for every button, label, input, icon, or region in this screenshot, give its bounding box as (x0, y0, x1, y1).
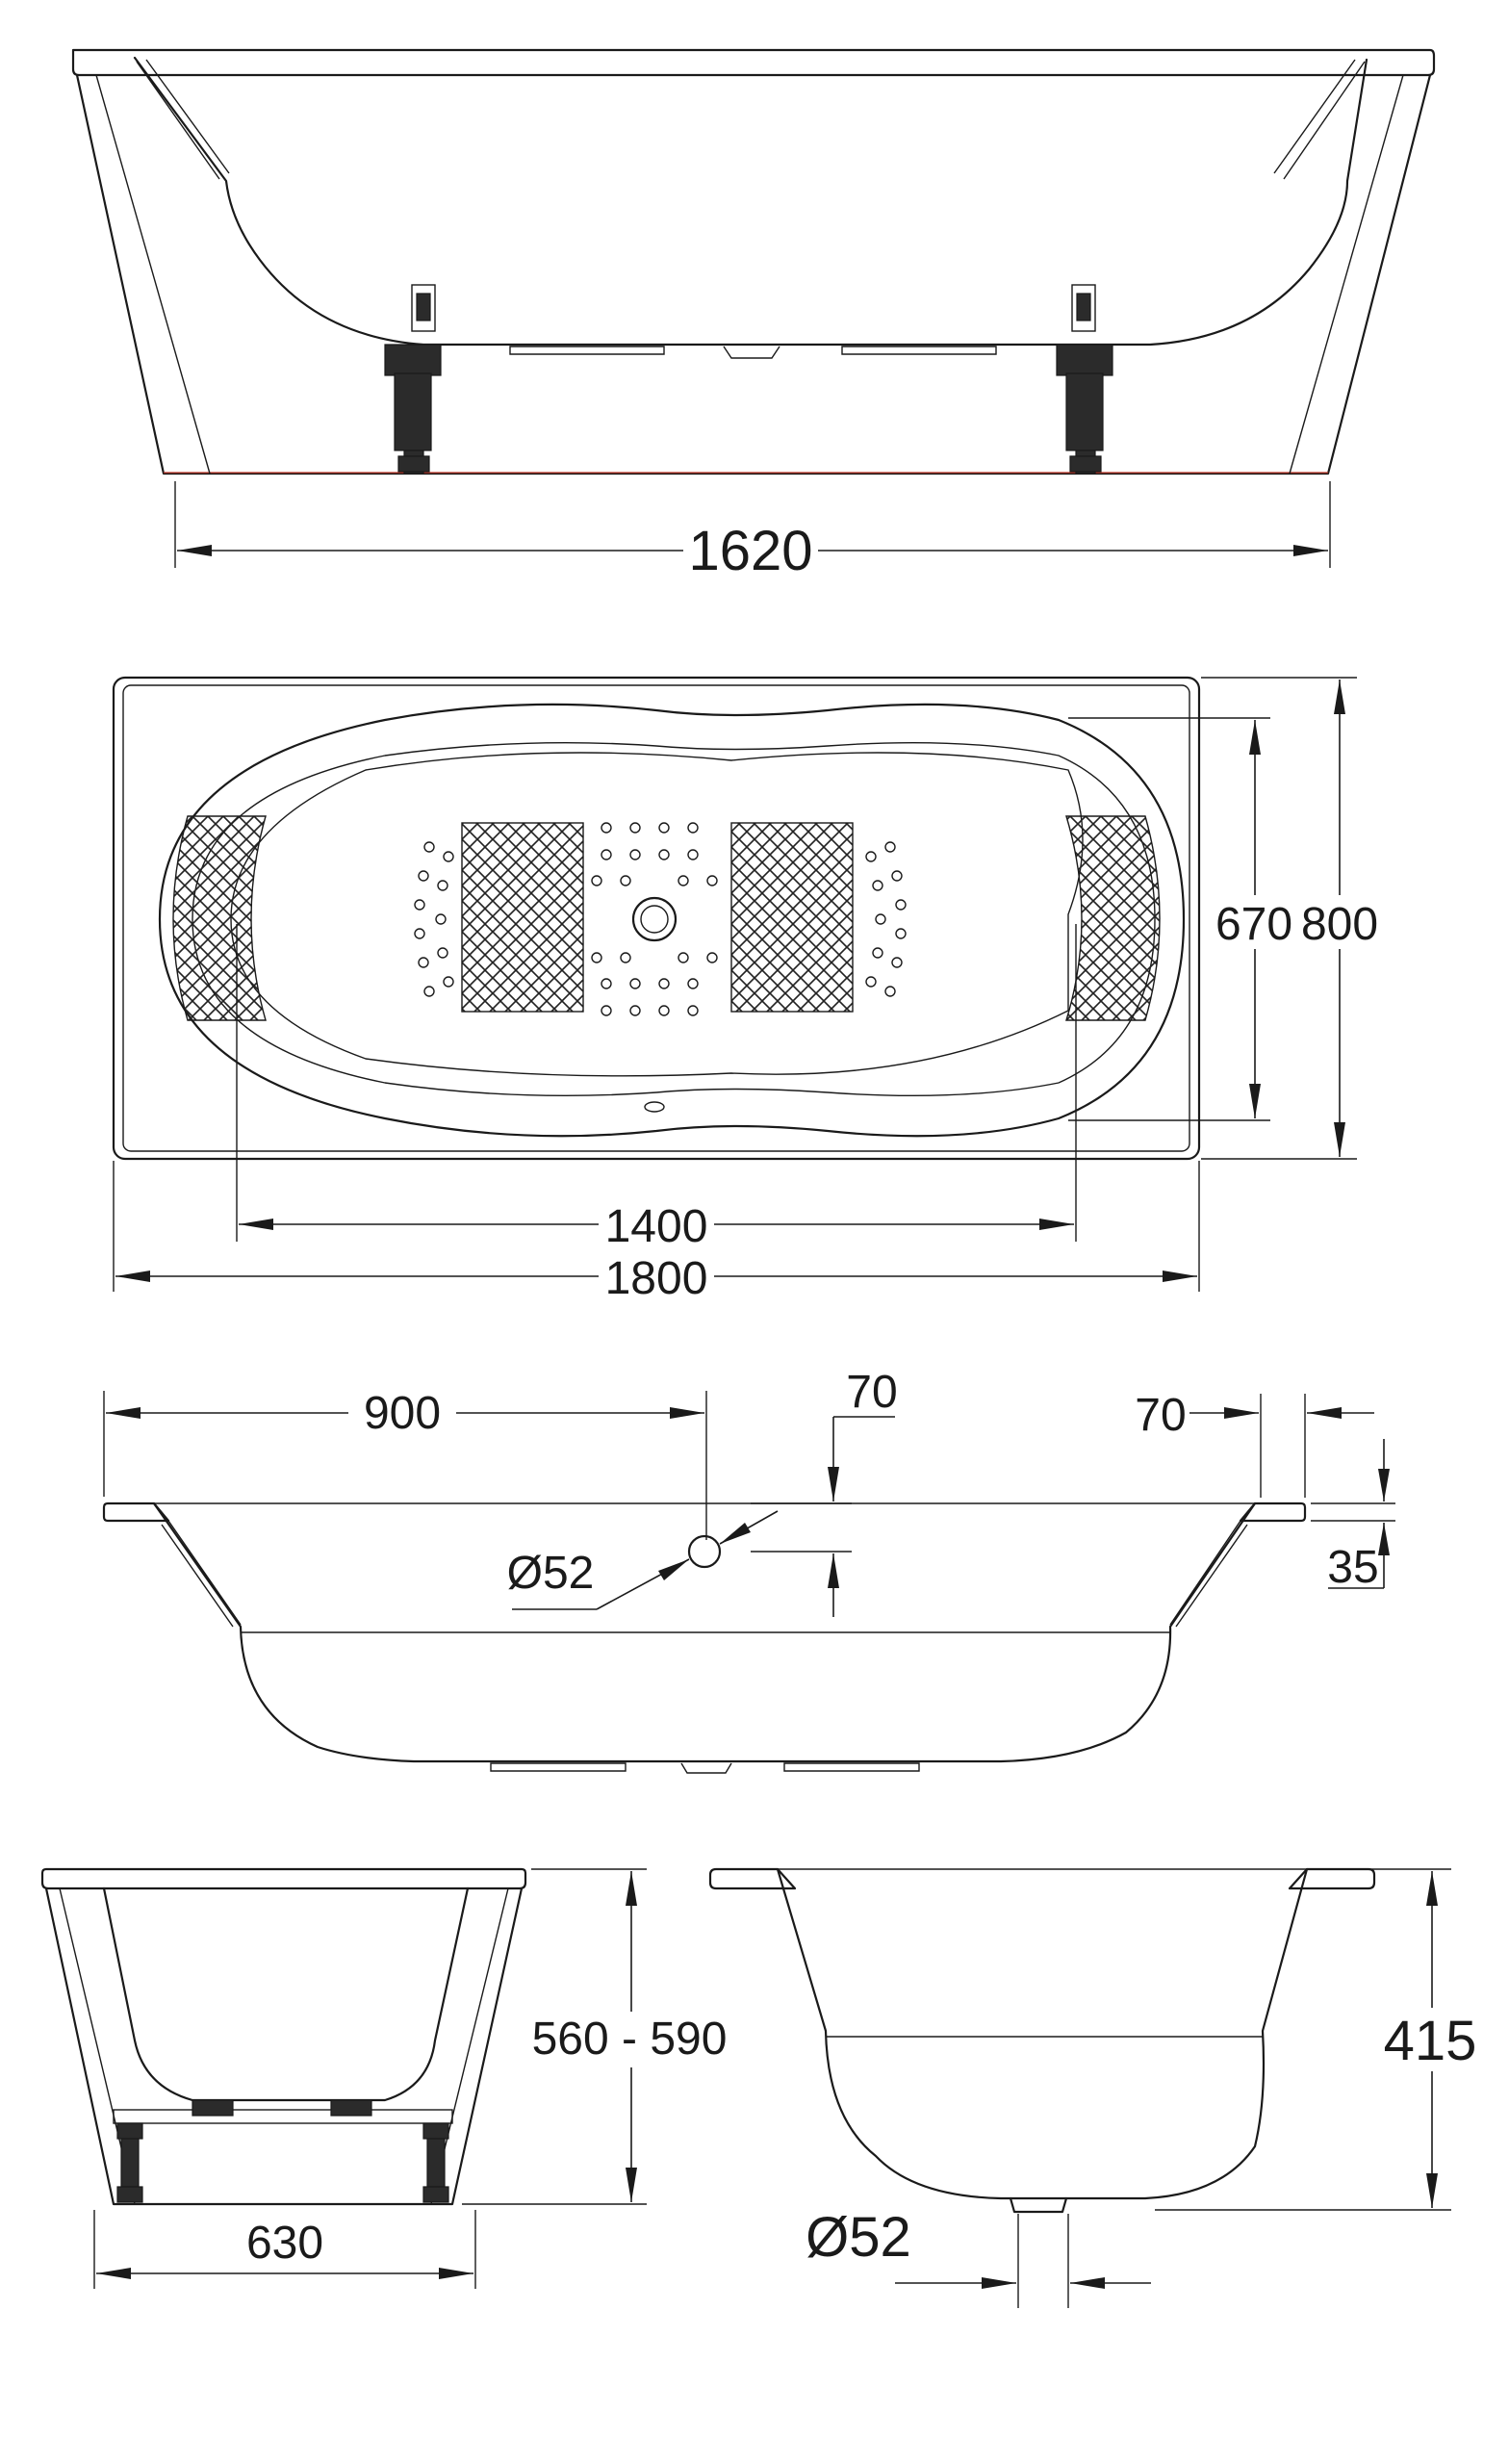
label-drain-diameter: Ø52 (806, 2206, 911, 2269)
plan-basin-outer (158, 703, 1186, 1138)
front-bottom-grip-left (509, 346, 665, 355)
dim-drain-diameter: Ø52 (806, 2206, 1151, 2308)
front-elevation-view: 1620 (71, 48, 1436, 582)
section-overflow-hole (687, 1534, 722, 1569)
side-basin-profile (102, 1886, 470, 2102)
cross-drain (1009, 2196, 1068, 2214)
section-grip-right (783, 1762, 920, 1772)
dim-top-width-inner: 670 (1068, 717, 1295, 1121)
label-side-height: 560 - 590 (532, 2014, 728, 2065)
section-drain (680, 1762, 732, 1774)
plan-drain-inner (640, 905, 669, 934)
front-drain (723, 346, 780, 359)
dim-overflow-diameter: Ø52 (507, 1510, 779, 1610)
front-rim (71, 48, 1436, 77)
label-depth: 415 (1384, 2010, 1477, 2072)
cross-section-view: 415 Ø52 (708, 1867, 1482, 2308)
side-elevation-view: 560 - 590 630 (40, 1867, 731, 2289)
dim-rim-thickness: 35 (1311, 1439, 1395, 1593)
dim-rim-width: 70 (1135, 1390, 1374, 1498)
plan-headrest-left (172, 815, 267, 1021)
side-leg-right (422, 2122, 449, 2203)
side-bracket-left (192, 2099, 234, 2117)
cross-rim-right (1288, 1867, 1376, 1890)
label-rim-thickness: 35 (1327, 1542, 1378, 1593)
dim-side-width: 630 (93, 2210, 476, 2289)
cross-basin-profile (776, 1867, 1309, 2200)
section-grip-left (490, 1762, 627, 1772)
plan-anti-slip-left (461, 822, 584, 1013)
label-overflow-diameter: Ø52 (507, 1548, 595, 1599)
label-top-length-inner: 1400 (605, 1201, 708, 1252)
plan-headrest-right (1065, 815, 1161, 1021)
side-rim (40, 1867, 527, 1890)
side-leg-left (116, 2122, 143, 2203)
front-bottom-grip-right (841, 346, 997, 355)
label-front-length: 1620 (688, 520, 812, 582)
plan-outer-rim (112, 676, 1201, 1161)
dim-top-length-outer: 1800 (113, 1161, 1200, 1304)
front-head-rest-right (1273, 59, 1366, 180)
label-top-length-outer: 1800 (605, 1253, 708, 1304)
dim-section-half-length: 900 (103, 1384, 707, 1540)
dim-front-length: 1620 (174, 481, 1331, 582)
label-top-width-outer: 800 (1301, 899, 1378, 950)
plan-dot-pattern (414, 822, 907, 1016)
front-outer-skirt (75, 73, 1432, 475)
label-side-width: 630 (246, 2218, 323, 2269)
plan-overflow (644, 1101, 665, 1113)
side-bracket-right (330, 2099, 372, 2117)
dim-overflow-height: 70 (751, 1367, 898, 1617)
section-rim-right (1239, 1502, 1307, 1523)
top-plan-view: 670 800 1400 (112, 676, 1386, 1304)
front-leg-left (384, 284, 442, 475)
plan-basin-inner (192, 741, 1156, 1097)
dim-depth: 415 (1155, 1868, 1482, 2211)
cross-rim-left (708, 1867, 797, 1890)
label-rim-width: 70 (1135, 1390, 1186, 1441)
longitudinal-section-view: 900 70 70 (102, 1367, 1395, 1774)
front-basin-outline (133, 56, 1368, 346)
section-rim-left (102, 1502, 170, 1523)
plan-bottom-floor (230, 752, 1084, 1077)
front-head-rest-left (136, 59, 230, 180)
plan-anti-slip-right (730, 822, 854, 1013)
front-leg-right (1056, 284, 1113, 475)
front-inner-left (95, 74, 211, 475)
label-overflow-height: 70 (846, 1367, 897, 1418)
side-outer-skirt (44, 1886, 524, 2206)
label-top-width-inner: 670 (1215, 899, 1292, 950)
side-frame (113, 2109, 453, 2124)
section-basin-profile (152, 1502, 1257, 1763)
front-inner-right (1289, 74, 1404, 475)
plan-drain-outer (631, 896, 678, 942)
section-skirt-left (161, 1520, 242, 1628)
plan-inner-rim (122, 684, 1190, 1152)
dim-top-width-outer: 800 (1201, 677, 1386, 1160)
dim-side-height: 560 - 590 (462, 1868, 731, 2205)
label-section-half-length: 900 (364, 1388, 441, 1439)
section-skirt-right (1169, 1520, 1248, 1628)
dim-top-length-inner: 1400 (236, 924, 1077, 1252)
